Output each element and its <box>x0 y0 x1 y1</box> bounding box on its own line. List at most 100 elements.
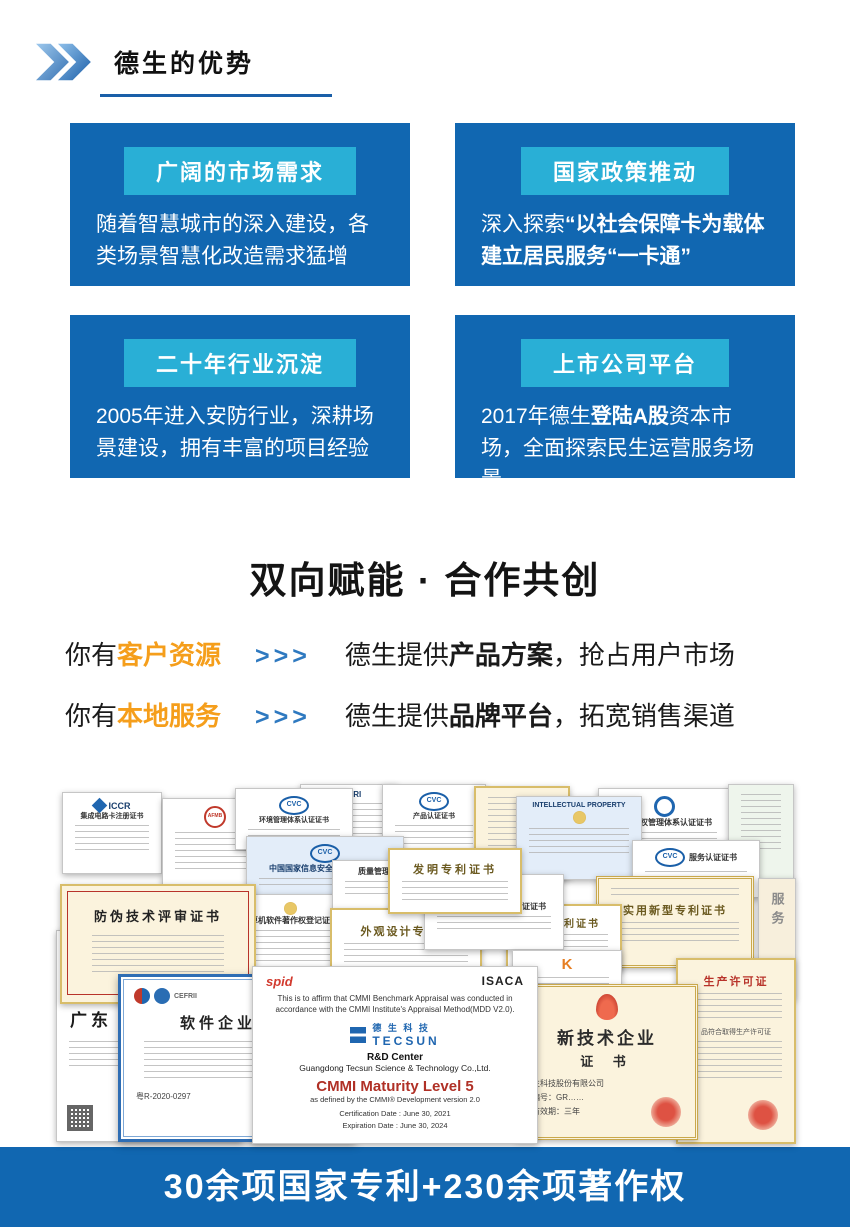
page-title: 德生的优势 <box>114 50 255 78</box>
card-text-bold: “以社会保障卡为载体建立居民服务“一卡通” <box>481 213 765 268</box>
cert-logo-row: AFMB <box>168 806 262 828</box>
card-text: 资本市场，全面探索民生运营服务场景 <box>481 405 754 491</box>
certificate-cmmi: spid ISACA This is to affirm that CMMI B… <box>252 966 538 1144</box>
cvc-logo-icon: CVC <box>279 796 309 815</box>
red-seal <box>748 1100 778 1130</box>
red-seal <box>651 1097 681 1127</box>
cert-logo-row <box>522 811 636 824</box>
cert-title: 防伪技术评审证书 <box>93 909 222 924</box>
title-underline <box>100 94 332 97</box>
text-lines <box>529 828 629 858</box>
cert-logo-row: CVC 服务认证证书 <box>638 848 754 867</box>
cmmi-dates: Certification Date : June 30, 2021 Expir… <box>258 1108 532 1132</box>
cmmi-line1: This is to affirm that CMMI Benchmark Ap… <box>277 994 513 1003</box>
cmmi-company: Guangdong Tecsun Science & Technology Co… <box>299 1063 491 1074</box>
cert-title: 中国国家信息安全产品认证证书 <box>269 864 381 873</box>
section-header: 德生的优势 <box>36 42 254 82</box>
isaca-logo: ISACA <box>481 974 524 988</box>
advantage-card-listed-company: 上市公司平台 2017年德生登陆A股资本市场，全面探索民生运营服务场景 <box>455 315 795 491</box>
tecsun-en: TECSUN <box>372 1034 440 1049</box>
cvc-logo-icon: CVC <box>419 792 449 811</box>
row-mid: 德生提供 <box>344 640 449 670</box>
card-badge: 上市公司平台 <box>520 339 729 387</box>
cert-logo-row <box>232 902 348 915</box>
card-badge: 广阔的市场需求 <box>123 147 356 195</box>
cert-title: 服务认证证书 <box>689 853 737 862</box>
tecsun-cn: 德 生 科 技 <box>372 1023 430 1034</box>
cert-title: 计算机软件著作权登记证书 <box>242 916 338 925</box>
certification-mark-icon <box>653 796 675 817</box>
card-badge: 二十年行业沉淀 <box>123 339 356 387</box>
cmmi-exp-date: Expiration Date : June 30, 2024 <box>342 1121 448 1131</box>
medal-icon <box>572 811 586 824</box>
org-text: CEFRII <box>174 992 197 1000</box>
cert-title: 生产许可证 <box>703 976 769 988</box>
double-chevron-icon <box>36 43 91 81</box>
cert-logo-row: CVC <box>241 796 347 815</box>
csia-logo-icon <box>154 988 170 1004</box>
cert-title: 产品认证证书 <box>413 813 455 820</box>
cert-logo-row: CEFRII <box>126 988 348 1004</box>
text-lines <box>690 1041 782 1083</box>
cert-number: 粤R-2020-0297 <box>136 1092 191 1101</box>
certificate-ic-card-registration: ICCR 集成电路卡注册证书 <box>62 792 162 874</box>
cert-title: 环境管理体系认证证书 <box>259 817 329 824</box>
national-emblem-icon <box>283 902 297 915</box>
advantage-card-policy: 国家政策推动 深入探索“以社会保障卡为载体建立居民服务“一卡通” <box>455 123 795 286</box>
card-text: 随着智慧城市的深入建设，各类场景智慧化改造需求猛增 <box>96 213 369 268</box>
badge-wrap: 二十年行业沉淀 <box>70 315 410 387</box>
card-body: 2017年德生登陆A股资本市场，全面探索民生运营服务场景 <box>481 401 769 496</box>
text-lines <box>437 916 551 932</box>
cert-logo-row: CVC <box>252 844 398 863</box>
cert-title: 服务 <box>769 892 785 930</box>
cmmi-level: CMMI Maturity Level 5 <box>316 1078 474 1096</box>
text-lines <box>75 825 149 855</box>
cvc-logo-icon: CVC <box>655 848 685 867</box>
row-mid: 德生提供 <box>344 701 449 731</box>
card-body: 随着智慧城市的深入建设，各类场景智慧化改造需求猛增 <box>96 209 384 272</box>
cert-title: 实用新型专利证书 <box>623 905 727 917</box>
cert-subtitle: 证 书 <box>580 1054 634 1069</box>
text-lines <box>402 881 508 903</box>
text-lines <box>248 829 340 839</box>
cert-note: 品符合取得生产许可证 <box>701 1029 771 1036</box>
text-lines <box>259 878 391 888</box>
cert-logo-row: CVC <box>388 792 480 811</box>
badge-wrap: 上市公司平台 <box>455 315 795 387</box>
inner-frame: 防伪技术评审证书 <box>67 891 249 995</box>
cert-title: 知识产权管理体系认证证书 <box>616 818 712 827</box>
advantage-cards-grid: 广阔的市场需求 随着智慧城市的深入建设，各类场景智慧化改造需求猛增 国家政策推动… <box>0 123 850 491</box>
card-body: 深入探索“以社会保障卡为载体建立居民服务“一卡通” <box>481 209 769 272</box>
card-text: 深入探索 <box>481 213 565 236</box>
row-highlight: 本地服务 <box>117 701 222 731</box>
cert-logo-row <box>604 796 724 817</box>
card-text: 2005年进入安防行业，深耕场景建设，拥有丰富的项目经验 <box>96 405 374 460</box>
qr-code <box>67 1105 93 1131</box>
badge-wrap: 广阔的市场需求 <box>70 123 410 195</box>
card-text-bold: 登陆A股 <box>590 405 669 428</box>
cert-label: 广东 <box>70 1011 112 1030</box>
certificate-utility-model-patent: 实用新型专利证书 <box>596 876 754 968</box>
tecsun-logo-text: 德 生 科 技 TECSUN <box>372 1021 439 1048</box>
badge-wrap: 国家政策推动 <box>455 123 795 195</box>
cooperation-title: 双向赋能 · 合作共创 <box>249 560 601 601</box>
bottom-banner: 30余项国家专利+230余项著作权 <box>0 1147 850 1227</box>
triple-chevron-icon: >>> <box>255 642 311 670</box>
card-body: 2005年进入安防行业，深耕场景建设，拥有丰富的项目经验 <box>96 401 384 464</box>
csee-logo-icon <box>134 988 150 1004</box>
cert-title: 新技术企业 <box>557 1029 657 1048</box>
tecsun-logo-icon <box>350 1026 367 1043</box>
cert-title: 发明专利证书 <box>413 864 497 876</box>
cert-validity: 有效期：三年 <box>532 1107 580 1116</box>
spid-logo: spid <box>266 974 293 989</box>
tecsun-logo-row: 德 生 科 技 TECSUN <box>258 1021 532 1048</box>
row-post: ，拓宽销售渠道 <box>552 701 735 731</box>
certificate-invention-patent: 发明专利证书 <box>388 848 522 914</box>
certificate-high-tech-enterprise: 新技术企业 证 书 生科技股份有限公司 编号：GR…… 有效期：三年 <box>516 984 698 1140</box>
advantage-card-market-demand: 广阔的市场需求 随着智慧城市的深入建设，各类场景智慧化改造需求猛增 <box>70 123 410 286</box>
row-prefix: 你有 <box>65 701 118 731</box>
advantage-card-experience: 二十年行业沉淀 2005年进入安防行业，深耕场景建设，拥有丰富的项目经验 <box>70 315 410 478</box>
cooperation-row-local-service: 你有本地服务>>>德生提供品牌平台，拓宽销售渠道 <box>65 695 805 737</box>
cert-title: INTELLECTUAL PROPERTY <box>532 802 626 809</box>
cert-holder: 生科技股份有限公司 <box>532 1079 604 1088</box>
